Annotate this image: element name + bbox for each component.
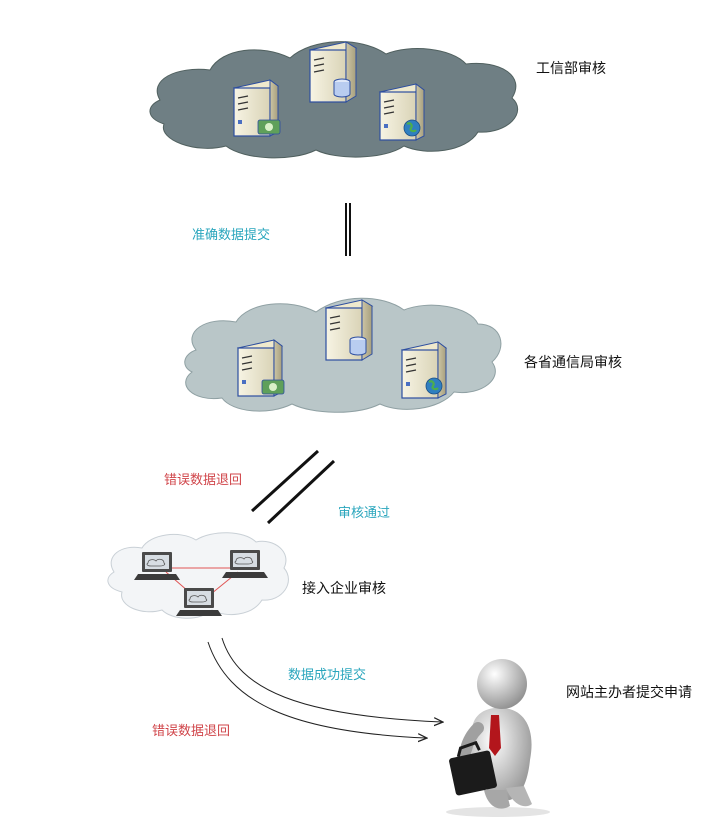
file-server-icon — [232, 79, 281, 137]
database-server-icon — [324, 299, 374, 361]
submission-arrows — [207, 637, 442, 738]
province-review-label: 各省通信局审核 — [524, 355, 622, 371]
laptop-icon — [176, 588, 222, 616]
database-server-icon — [308, 41, 358, 103]
applicant-figure-icon — [446, 659, 550, 817]
error-return-label-top: 错误数据退回 — [164, 473, 243, 488]
applicant-label: 网站主办者提交申请 — [566, 685, 692, 701]
error-return-label-bottom: 错误数据退回 — [152, 724, 231, 739]
connector-miit-province — [345, 203, 351, 256]
laptop-icon — [134, 552, 180, 580]
accurate-submit-label: 准确数据提交 — [192, 228, 271, 243]
review-pass-label: 审核通过 — [338, 506, 391, 521]
laptop-icon — [222, 550, 268, 578]
access-review-label: 接入企业审核 — [302, 581, 386, 597]
file-server-icon — [236, 339, 285, 397]
connector-province-access — [250, 449, 336, 525]
success-submit-label: 数据成功提交 — [288, 668, 367, 683]
miit-review-label: 工信部审核 — [536, 61, 606, 77]
web-server-icon — [378, 83, 426, 141]
web-server-icon — [400, 341, 448, 399]
